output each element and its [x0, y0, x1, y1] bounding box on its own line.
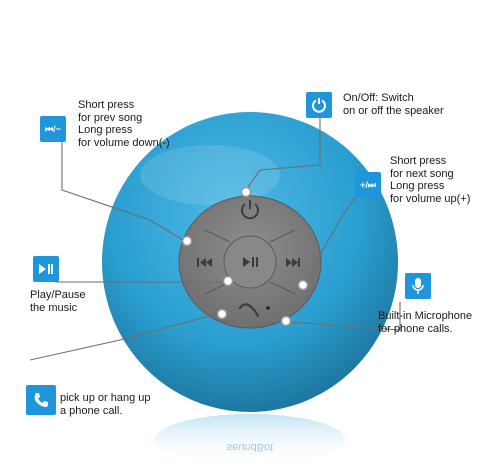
- play-pause-button-icon[interactable]: [243, 257, 258, 267]
- leader-mic: [289, 302, 401, 331]
- volume-up-next-icon: +/⏭: [355, 172, 381, 198]
- marker-mic: [280, 315, 292, 327]
- phone-label: pick up or hang up a phone call.: [60, 392, 151, 417]
- speaker-reflection: [155, 414, 345, 466]
- marker-power: [240, 186, 252, 198]
- phone-icon: [26, 385, 56, 415]
- play-pause-icon: [33, 256, 59, 282]
- next-button-icon[interactable]: [286, 258, 300, 267]
- power-label: On/Off: Switch on or off the speaker: [343, 92, 444, 117]
- reflection-text: seundBot: [227, 441, 273, 453]
- marker-prev: [181, 235, 193, 247]
- marker-next: [297, 279, 309, 291]
- microphone-icon: [405, 273, 431, 299]
- marker-phone: [216, 308, 228, 320]
- leader-prev: [61, 120, 184, 241]
- power-icon: [306, 92, 332, 118]
- phone-button-icon[interactable]: [238, 303, 260, 318]
- prev-volume-down-icon: ⏮/−: [40, 116, 66, 142]
- leader-power: [247, 118, 321, 188]
- mic-label: Built-in Microphone for phone calls.: [378, 310, 473, 335]
- next-label: Short press for next song Long press for…: [390, 155, 471, 205]
- power-button-icon[interactable]: [241, 200, 259, 220]
- prev-label: Short press for prev song Long press for…: [78, 99, 170, 149]
- prev-button-icon[interactable]: [197, 258, 212, 267]
- leader-phone: [29, 313, 218, 361]
- microphone-hole: [266, 306, 270, 310]
- marker-play: [222, 275, 234, 287]
- play-label: Play/Pause the music: [30, 289, 86, 314]
- leader-next: [305, 177, 369, 283]
